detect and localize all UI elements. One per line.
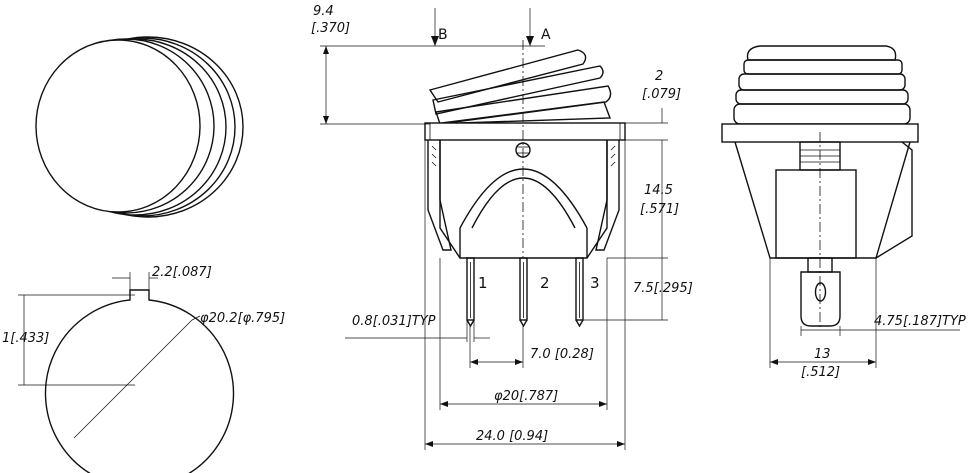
- side-width-inch: [.512]: [801, 365, 840, 380]
- bezel-thickness-value: 2: [655, 69, 663, 84]
- top-height-value: 9.4: [313, 4, 334, 19]
- bezel-thickness-inch: [.079]: [642, 87, 681, 102]
- hole-diameter-label: φ20.2[φ.795]: [200, 311, 285, 326]
- side-view: 13 [.512] 4.75[.187]TYP: [721, 45, 966, 380]
- tab-width-label: 4.75[.187]TYP: [874, 314, 966, 329]
- key-width-label: 2.2[.087]: [152, 265, 212, 280]
- pin-pitch-label: 7.0 [0.28]: [530, 347, 594, 362]
- pin-3-label: 3: [590, 274, 600, 292]
- pin-width-label: 0.8[.031]TYP: [352, 314, 436, 329]
- arrow-a-label: A: [541, 27, 551, 43]
- hole-height-label: 1[.433]: [2, 331, 49, 346]
- top-height-inch: [.370]: [311, 21, 350, 36]
- front-view: 1 2 3 B A 9.4 [.370] 2 [.079] 14.5 [.571…: [311, 4, 693, 450]
- pin-1-label: 1: [478, 274, 488, 292]
- bezel-width-label: 24.0 [0.94]: [476, 429, 548, 444]
- terminal-height-label: 7.5[.295]: [633, 281, 693, 296]
- body-height-inch: [.571]: [640, 202, 679, 217]
- pin-2-label: 2: [540, 274, 550, 292]
- side-width-value: 13: [814, 347, 831, 362]
- arrow-b-label: B: [438, 27, 448, 43]
- top-view: [35, 36, 244, 218]
- body-height-value: 14.5: [644, 183, 673, 198]
- panel-cutout: 2.2[.087] φ20.2[φ.795] 1[.433]: [2, 265, 285, 473]
- body-diameter-label: φ20[.787]: [494, 389, 558, 404]
